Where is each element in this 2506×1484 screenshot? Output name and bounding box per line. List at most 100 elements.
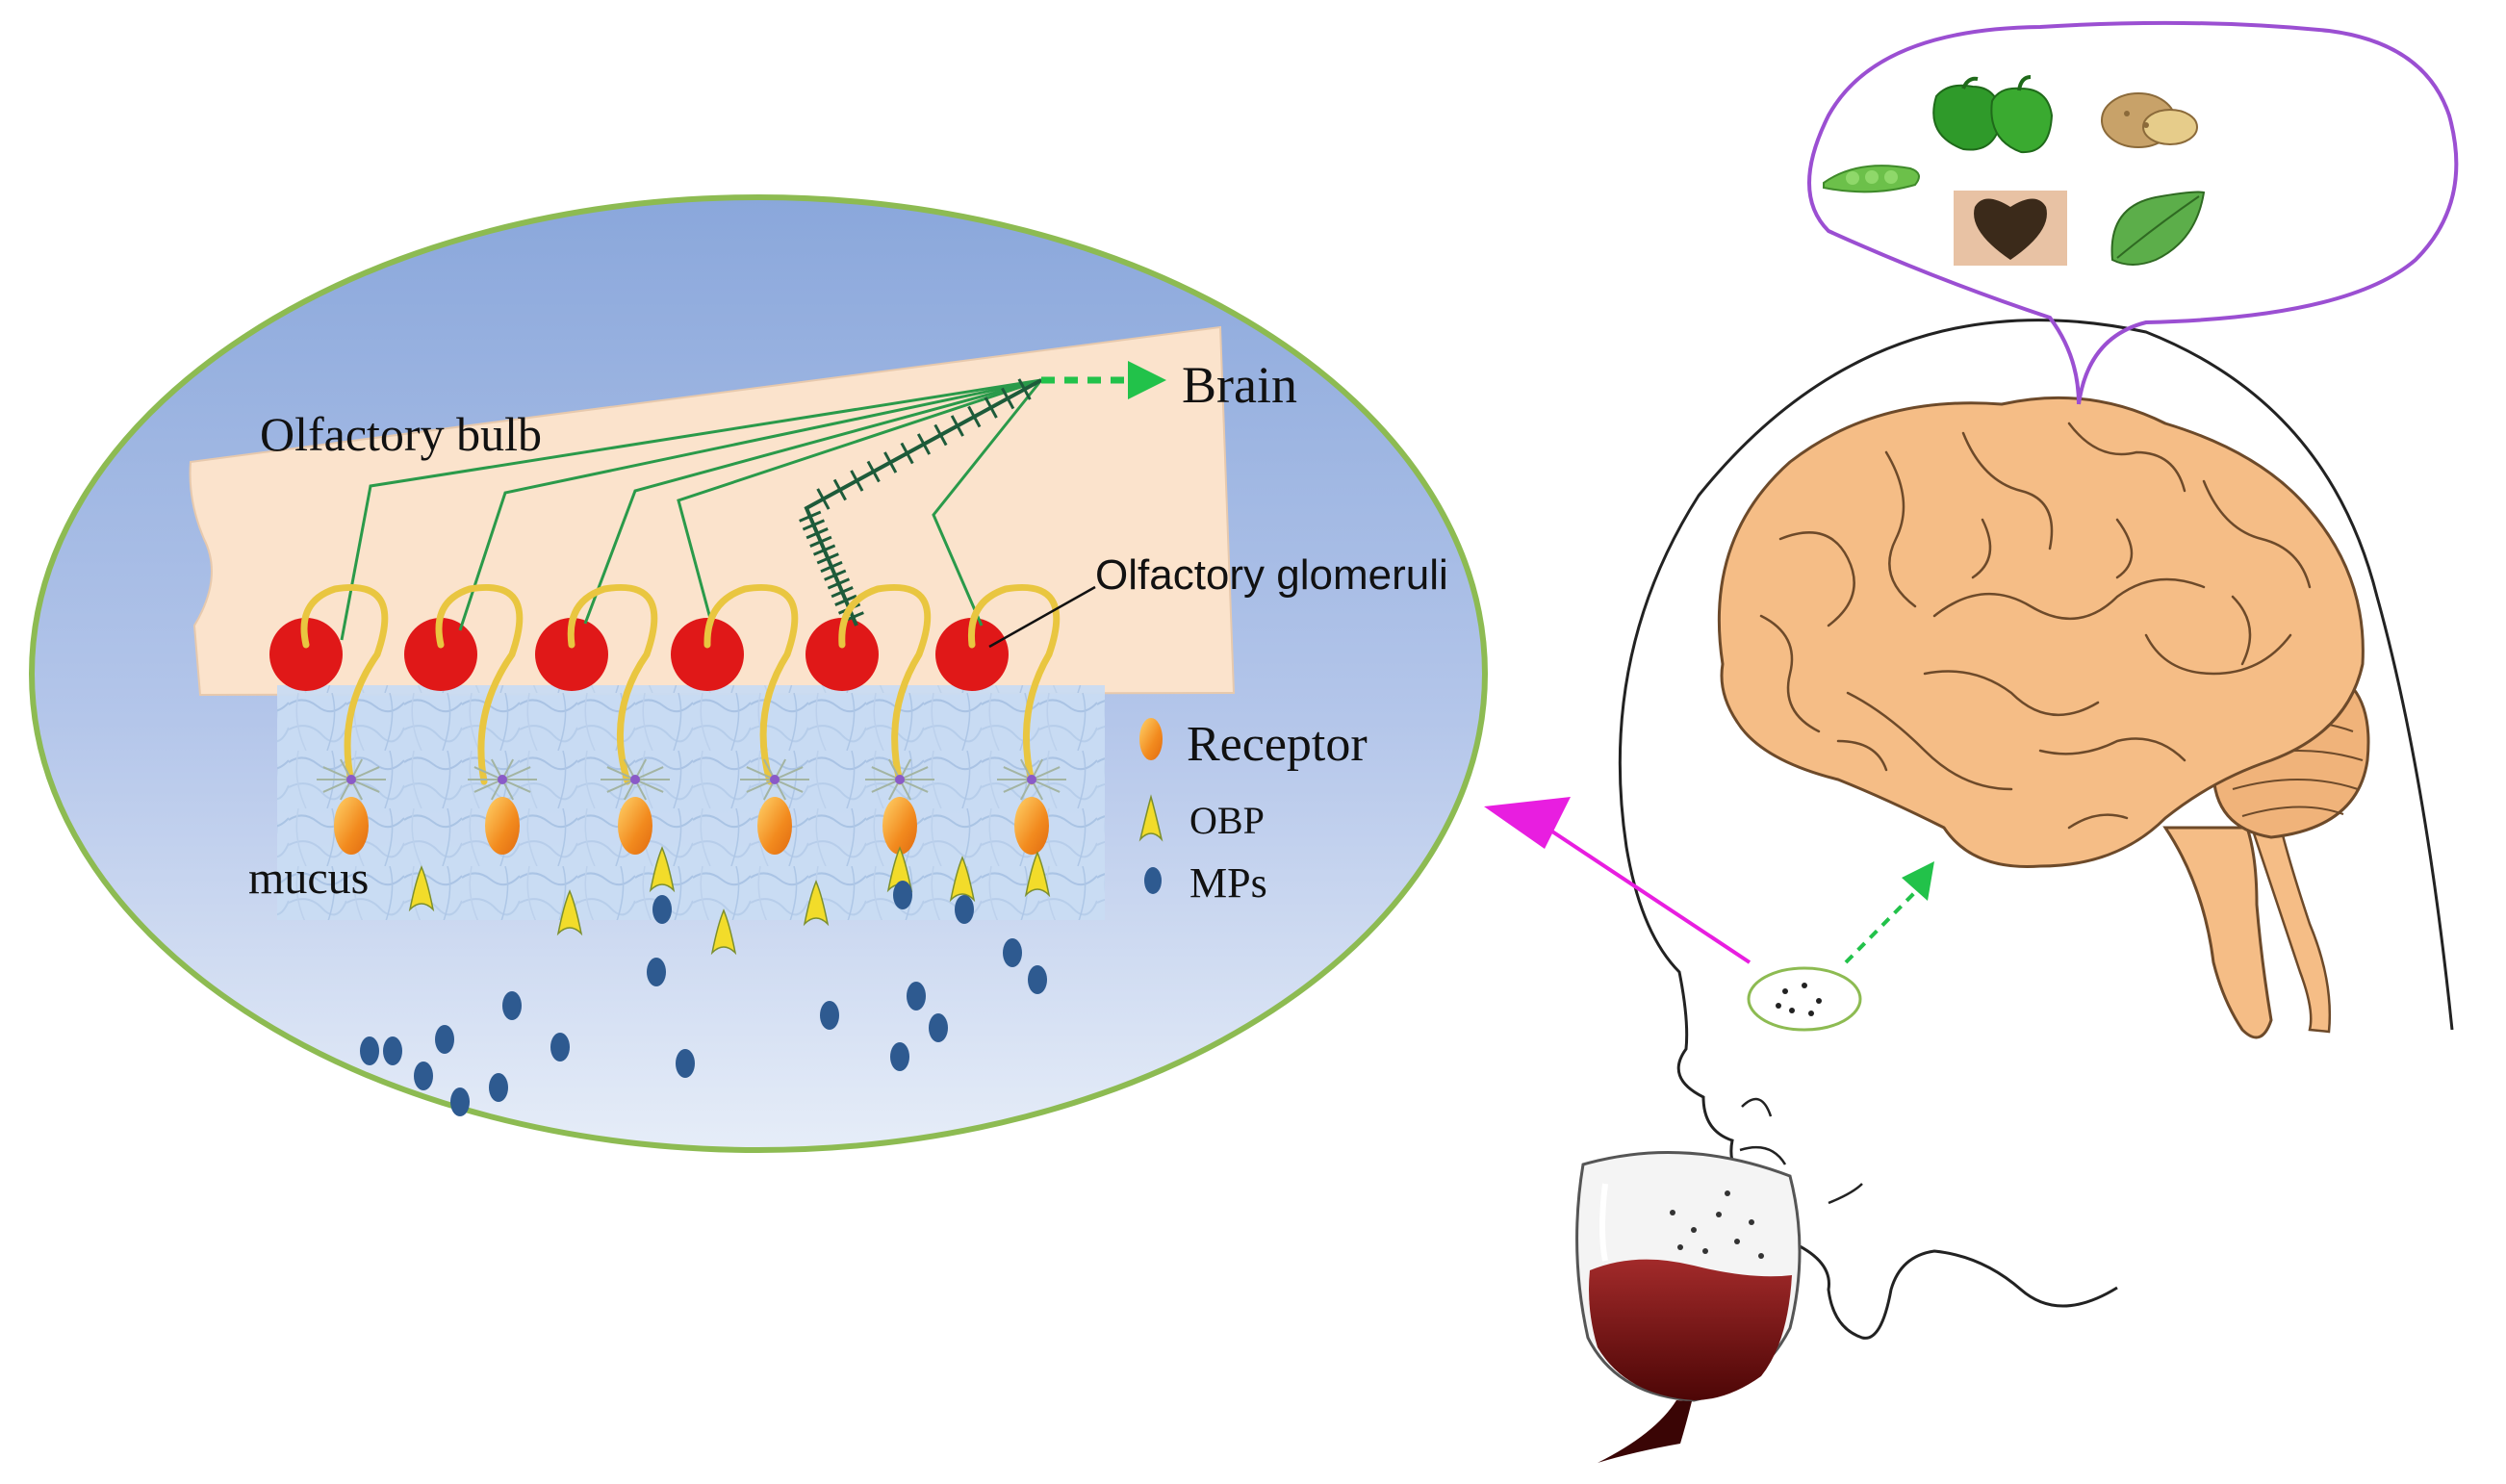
hatch-tick xyxy=(900,442,914,465)
hatch-tick xyxy=(827,577,851,590)
aroma-dots xyxy=(1670,1190,1764,1259)
mp-particle xyxy=(647,958,666,986)
hatched-connection xyxy=(804,378,1042,627)
hatch-tick xyxy=(1017,378,1032,400)
legend-obp-label: OBP xyxy=(1189,799,1265,842)
mp-particle xyxy=(435,1025,454,1054)
glomerulus xyxy=(269,618,343,691)
mp-particle xyxy=(383,1036,402,1065)
receptor xyxy=(618,797,652,855)
brain-arrow-head xyxy=(1128,361,1166,399)
hatch-tick xyxy=(834,594,857,606)
receptor xyxy=(757,797,792,855)
legend-mps-label: MPs xyxy=(1189,859,1267,907)
receptor xyxy=(1014,797,1049,855)
hatch-tick xyxy=(933,423,948,447)
label-brain: Brain xyxy=(1182,356,1297,414)
obp xyxy=(649,846,676,893)
cerebrum xyxy=(1717,396,2365,868)
obp xyxy=(556,889,583,936)
receptors xyxy=(334,797,1049,855)
obp xyxy=(949,856,976,903)
glomerulus xyxy=(671,618,744,691)
receptor xyxy=(485,797,520,855)
magenta-arrow-head xyxy=(1484,797,1571,849)
obp xyxy=(803,880,830,927)
potato-icon xyxy=(2101,92,2198,148)
hatch-tick xyxy=(831,586,854,599)
label-mucus: mucus xyxy=(248,853,369,904)
magenta-arrow xyxy=(1547,828,1752,964)
receptor xyxy=(334,797,369,855)
hatch-tick xyxy=(832,478,847,501)
mp-particle xyxy=(502,991,522,1020)
hatch-tick xyxy=(883,451,898,473)
nasal-dots xyxy=(1776,983,1822,1016)
hatch-tick xyxy=(850,470,864,492)
legend-mps-swatch xyxy=(1144,867,1162,894)
mp-particle xyxy=(676,1049,695,1078)
leaf-icon xyxy=(2110,191,2206,266)
hatch-tick xyxy=(816,552,839,565)
hatch-tick xyxy=(802,519,826,531)
glomerulus xyxy=(806,618,879,691)
hatch-tick xyxy=(1001,387,1015,410)
mp-particle xyxy=(955,895,974,924)
glomeruli-pointer xyxy=(988,585,1096,649)
hatch-tick xyxy=(866,460,881,483)
hatch-tick xyxy=(824,569,847,581)
thought-bubble xyxy=(1807,20,2459,405)
hatch-tick xyxy=(916,433,932,455)
mp-particle xyxy=(1003,938,1022,967)
mp-particle xyxy=(360,1036,379,1065)
green-dashed-arrow-head xyxy=(1902,861,1934,901)
hatch-tick xyxy=(820,560,843,574)
green-pepper-icon xyxy=(1932,75,2054,154)
mp-particle xyxy=(890,1042,909,1071)
obp xyxy=(710,908,737,956)
neuron-bodies xyxy=(317,758,1066,801)
label-olfactory-bulb: Olfactory bulb xyxy=(260,407,542,461)
wine-glass-stem xyxy=(1598,1400,1692,1463)
green-dashed-arrow xyxy=(1844,888,1919,964)
glomerulus xyxy=(404,618,477,691)
brain-icon xyxy=(1717,396,2370,1039)
hatch-tick xyxy=(806,527,829,540)
mp-particle xyxy=(489,1073,508,1102)
nasal-cavity-oval xyxy=(1747,966,1862,1032)
hatch-tick xyxy=(816,488,831,510)
sensory-neuron xyxy=(997,758,1066,801)
sensory-neuron xyxy=(740,758,809,801)
receptor xyxy=(882,797,917,855)
mp-particle xyxy=(820,1001,839,1030)
sensory-neuron xyxy=(317,758,386,801)
chin-line xyxy=(1828,1183,1863,1205)
wine-glass-icon xyxy=(1575,1151,1802,1463)
nostril-line xyxy=(1741,1097,1773,1117)
hatch-tick xyxy=(809,535,832,548)
sensory-neuron xyxy=(865,758,934,801)
legend: Receptor OBP MPs xyxy=(1138,717,1368,907)
wine-liquid xyxy=(1589,1259,1792,1400)
hatch-tick xyxy=(984,397,998,419)
label-olfactory-glomeruli: Olfactory glomeruli xyxy=(1095,551,1448,599)
mp-particle xyxy=(893,881,912,909)
hatch-tick xyxy=(950,415,964,437)
obps xyxy=(408,846,1051,956)
brain-sulci xyxy=(1759,422,2312,830)
hatch-tick xyxy=(812,544,836,556)
mp-particle xyxy=(550,1033,570,1062)
mp-particle xyxy=(1028,965,1047,994)
legend-obp-swatch xyxy=(1138,794,1164,842)
coffee-beans-icon xyxy=(1954,191,2067,266)
sensory-neuron xyxy=(601,758,670,801)
mp-particle xyxy=(414,1062,433,1090)
legend-receptor-swatch xyxy=(1139,718,1163,760)
brain-stem xyxy=(2162,826,2273,1039)
hatch-tick xyxy=(799,510,822,523)
wine-glass-highlight xyxy=(1599,1183,1608,1262)
sensory-neuron xyxy=(468,758,537,801)
legend-receptor-label: Receptor xyxy=(1187,717,1368,772)
head-outline xyxy=(1618,319,2454,1340)
